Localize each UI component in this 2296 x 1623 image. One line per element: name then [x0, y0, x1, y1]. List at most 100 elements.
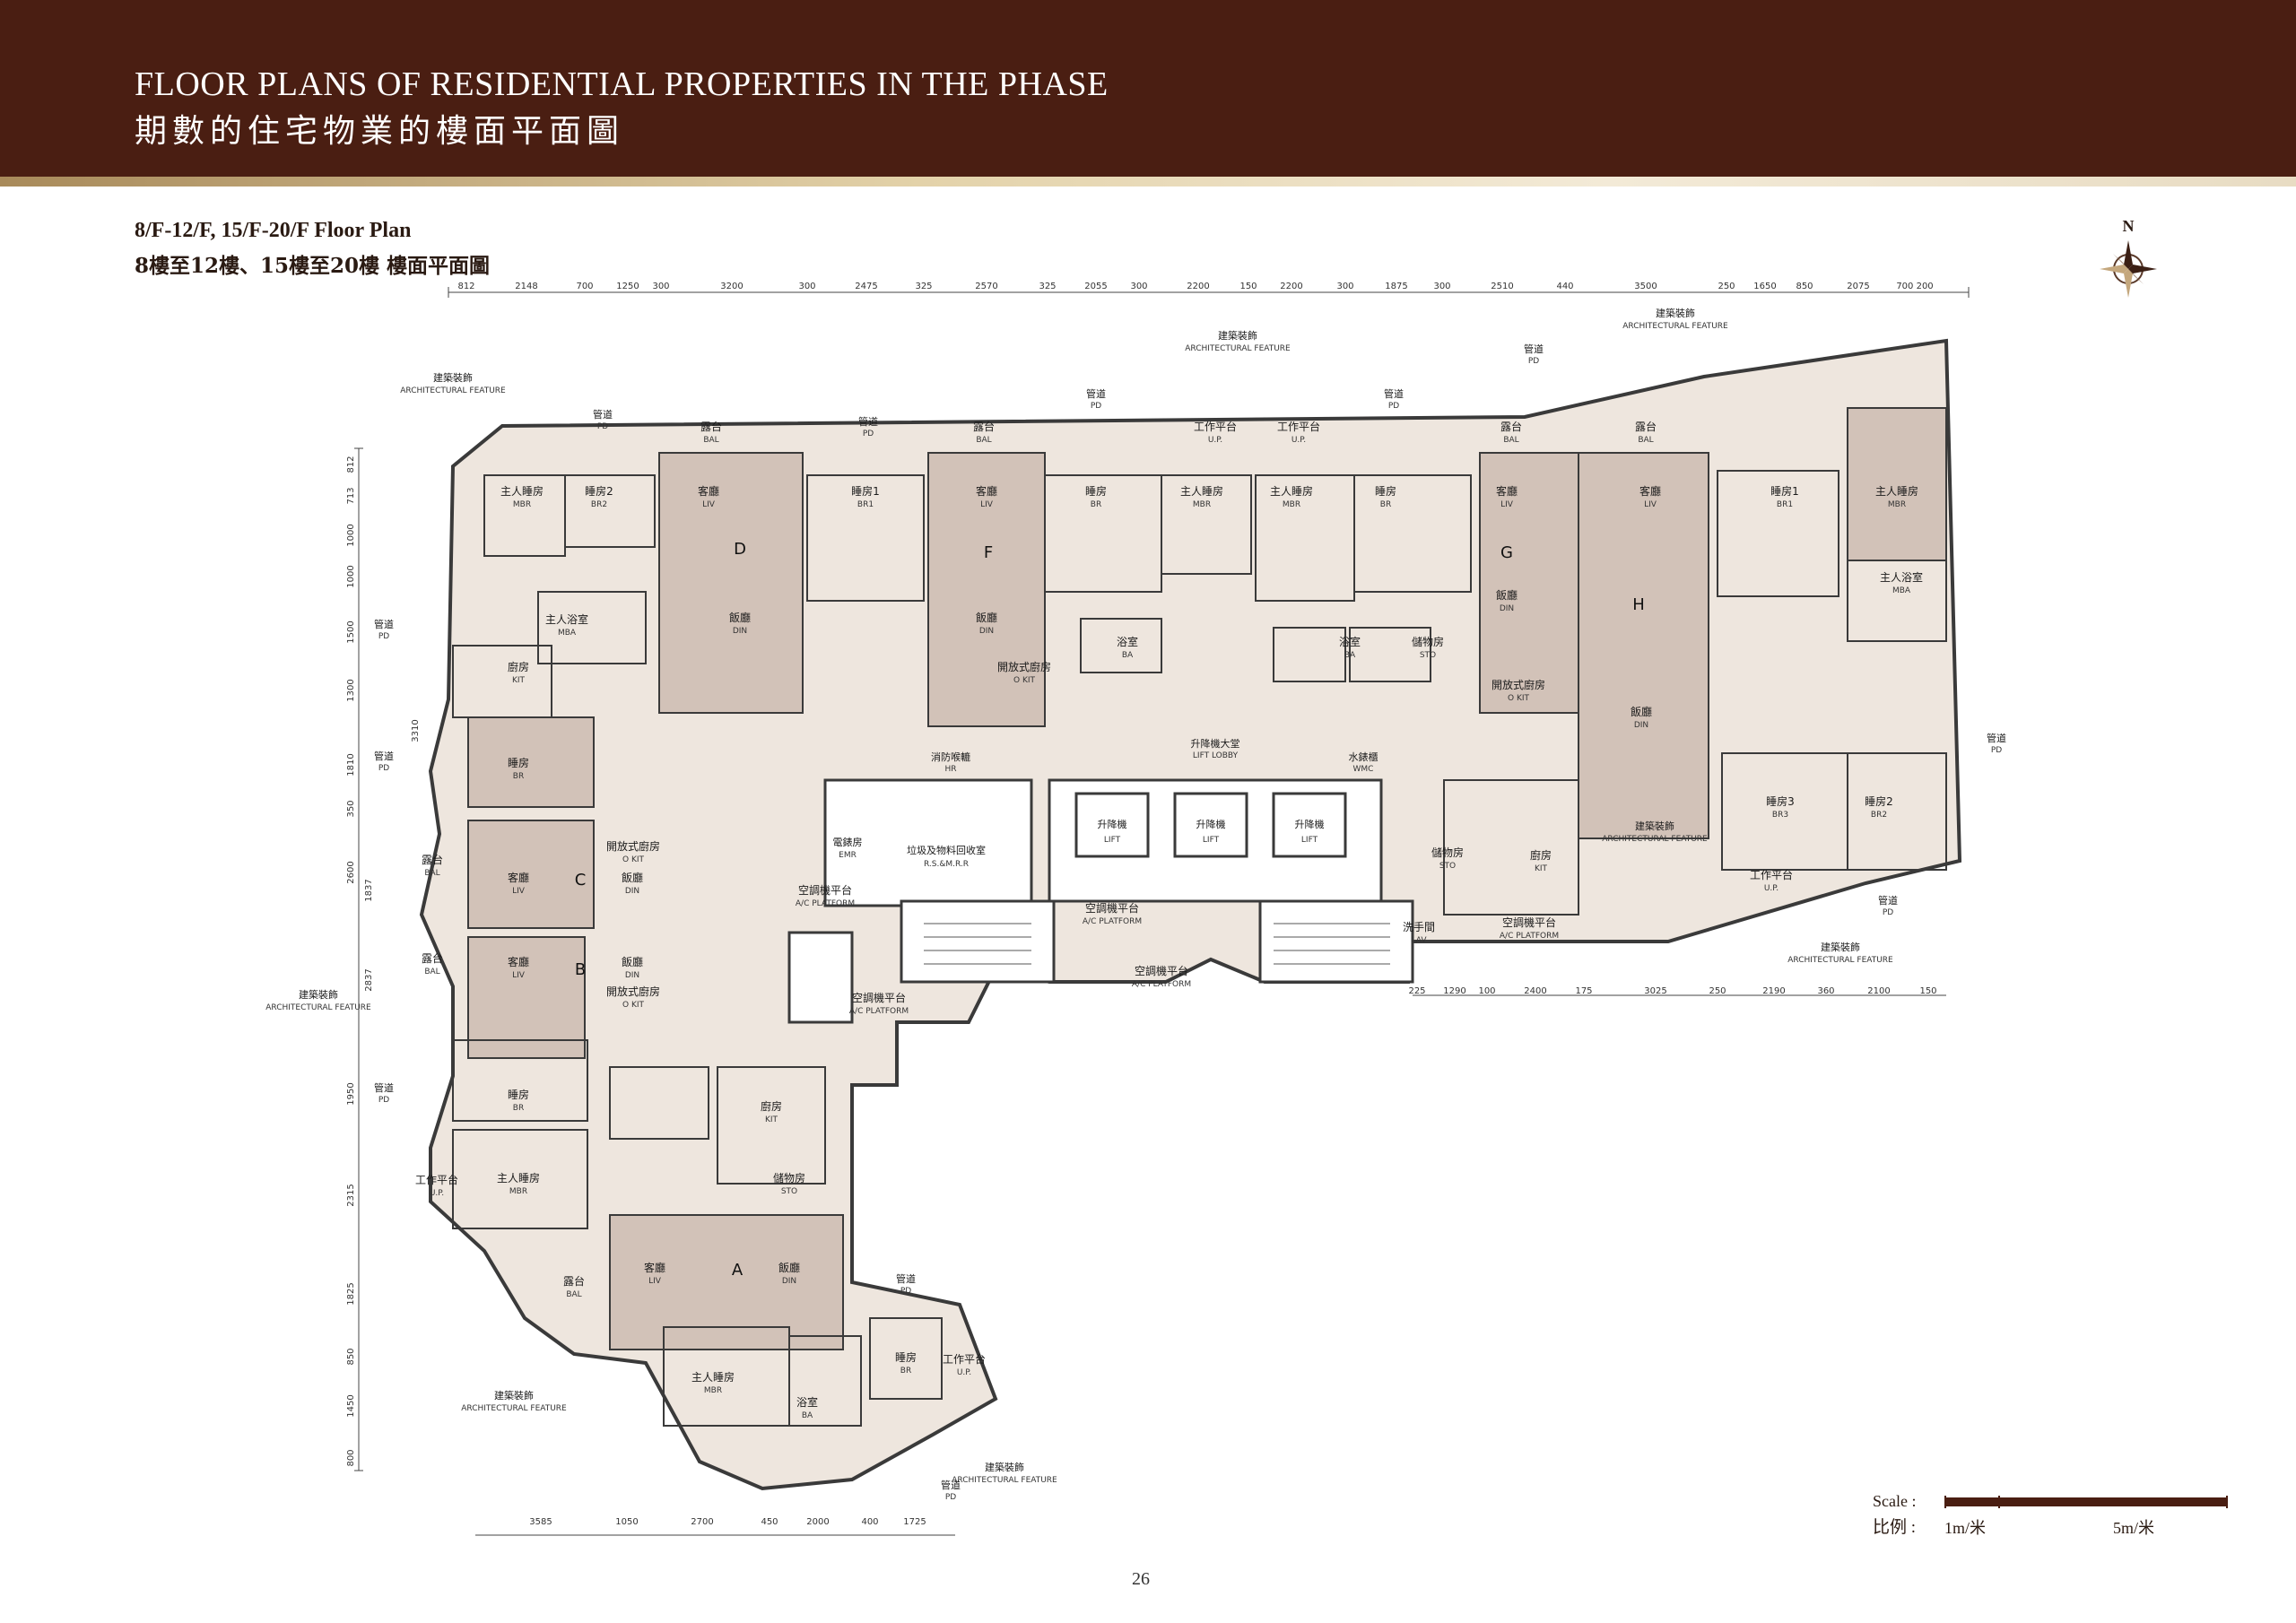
room-br-b: 睡房: [508, 1088, 529, 1101]
stair-treads: [924, 923, 1390, 965]
ac-platform-label-1: 空調機平台: [798, 883, 852, 897]
page-number: 26: [1132, 1569, 1150, 1589]
header-gold-stripe: [0, 177, 2296, 187]
dimension-value: 150: [1239, 282, 1257, 291]
dimension-value: 3025: [1644, 986, 1666, 996]
dimension-value: 2148: [515, 282, 537, 291]
room-din-c: 飯廳: [622, 871, 643, 884]
room-liv-h: 客廳: [1639, 484, 1661, 498]
ac-platform-label-1-en: A/C PLATFORM: [796, 899, 855, 908]
pd-label-3-en: PD: [1091, 402, 1101, 411]
room-din-d: 飯廳: [729, 611, 751, 624]
dimension-value: 2000: [806, 1517, 829, 1527]
pd-label-3: 管道: [1086, 387, 1106, 400]
unit-label-h: H: [1632, 595, 1645, 614]
room-liv-f: 客廳: [976, 484, 997, 498]
room-br-c: 睡房: [508, 756, 529, 769]
room-bal-b-en: BAL: [424, 968, 439, 976]
room-bal-f: 露台: [973, 420, 995, 433]
room-bal-a-en: BAL: [566, 1290, 581, 1299]
top-dimension-numbers: 812 2148 700 1250 300 3200 300 2475 325 …: [457, 282, 1933, 291]
dimension-value: 3585: [529, 1517, 552, 1527]
room-up-f-en: U.P.: [1208, 436, 1222, 445]
room-mbr-g-en: MBR: [1283, 500, 1300, 509]
room-din-g: 飯廳: [1496, 588, 1518, 602]
dimension-value: 1825: [346, 1282, 356, 1305]
room-up-b: 工作平台: [415, 1173, 458, 1186]
arch-feature-label-4-en: ARCHITECTURAL FEATURE: [265, 1003, 371, 1012]
dimension-value: 100: [1478, 986, 1495, 996]
room-liv-a: 客廳: [644, 1261, 665, 1274]
pd-label-5: 管道: [1524, 343, 1544, 355]
room-sto-lav-en: STO: [1439, 862, 1456, 871]
dimension-value: 1875: [1385, 282, 1407, 291]
scale-label-en: Scale :: [1873, 1492, 1917, 1510]
dimension-value: 2400: [1524, 986, 1546, 996]
pd-label-4: 管道: [1384, 387, 1404, 400]
room-mba-h-en: MBA: [1892, 586, 1911, 595]
room-din-f-en: DIN: [979, 627, 994, 636]
room-ba-a: 浴室: [796, 1395, 818, 1409]
room-mba-d: 主人浴室: [545, 612, 588, 626]
room-liv-g-en: LIV: [1500, 500, 1514, 509]
room-up-h-en: U.P.: [1764, 884, 1779, 893]
lift-1-zh: 升降機: [1098, 818, 1127, 830]
floor-plan-subtitle-en: 8/F-12/F, 15/F-20/F Floor Plan: [135, 219, 412, 242]
north-compass-icon: N: [2100, 217, 2157, 298]
core-area: [787, 778, 1414, 1024]
water-meter-cabinet-en: WMC: [1353, 765, 1374, 774]
ac-platform-label-2: 空調機平台: [1085, 901, 1139, 915]
unit-label-f: F: [984, 543, 993, 562]
unit-labels: D F G H C B A: [575, 540, 1645, 1280]
room-okit-g-en: O KIT: [1508, 694, 1530, 703]
dimension-value: 325: [915, 282, 932, 291]
pd-label-6-en: PD: [1991, 746, 2002, 755]
page-title-zh: 期數的住宅物業的樓面平面圖: [135, 113, 625, 150]
unit-label-b: B: [575, 960, 586, 979]
dimension-value: 1250: [616, 282, 639, 291]
room-partitions: [452, 470, 1947, 1427]
room-br-b-en: BR: [513, 1104, 524, 1113]
pd-label-2: 管道: [858, 415, 878, 428]
dimension-value: 2600: [346, 861, 356, 883]
dimension-value: 3200: [720, 282, 743, 291]
lift-lobby-en: LIFT LOBBY: [1193, 751, 1239, 760]
room-bal-h-en: BAL: [1638, 436, 1653, 445]
room-up-g: 工作平台: [1277, 420, 1320, 433]
dimension-value: 2100: [1867, 986, 1890, 996]
room-okit-c: 開放式廚房: [606, 839, 660, 853]
dimension-value: 1810: [346, 753, 356, 776]
room-okit-f-en: O KIT: [1013, 676, 1036, 685]
left-dimension-numbers: 812 713 1000 1000 1500 1300 3310 1810 35…: [346, 456, 421, 1466]
room-br2-h: 睡房2: [1865, 794, 1893, 808]
dimension-value: 1837: [364, 879, 374, 901]
room-liv-c: 客廳: [508, 871, 529, 884]
room-bal-f-en: BAL: [976, 436, 991, 445]
page-title-en: FLOOR PLANS OF RESIDENTIAL PROPERTIES IN…: [135, 65, 1109, 103]
dimension-value: 700 200: [1896, 282, 1933, 291]
arch-feature-label-7-en: ARCHITECTURAL FEATURE: [461, 1404, 567, 1413]
pd-label-8: 管道: [374, 618, 394, 630]
room-kit-g2-en: KIT: [1535, 864, 1548, 873]
dimension-value: 225: [1408, 986, 1425, 996]
arch-feature-label-5: 建築裝飾: [1635, 820, 1674, 832]
room-mbr-g: 主人睡房: [1270, 484, 1313, 498]
room-br-f: 睡房: [1085, 484, 1107, 498]
pd-label-9: 管道: [374, 750, 394, 762]
room-br3-h-en: BR3: [1772, 811, 1788, 820]
room-din-a: 飯廳: [778, 1261, 800, 1274]
dimension-value: 812: [346, 456, 356, 473]
room-liv-b-en: LIV: [512, 971, 526, 980]
dimension-value: 2200: [1187, 282, 1209, 291]
unit-label-a: A: [732, 1261, 744, 1280]
room-up-h: 工作平台: [1750, 868, 1793, 881]
ac-platform-label-5-en: A/C PLATFORM: [1500, 932, 1559, 941]
dimension-value: 300: [1336, 282, 1353, 291]
room-br-a-en: BR: [900, 1367, 911, 1376]
pd-label-10-en: PD: [378, 1096, 389, 1105]
room-liv-a-en: LIV: [648, 1277, 662, 1286]
pd-label-7-en: PD: [1883, 908, 1893, 917]
pd-label-7: 管道: [1878, 894, 1898, 907]
room-mbr-a: 主人睡房: [691, 1370, 735, 1384]
dimension-value: 700: [576, 282, 593, 291]
